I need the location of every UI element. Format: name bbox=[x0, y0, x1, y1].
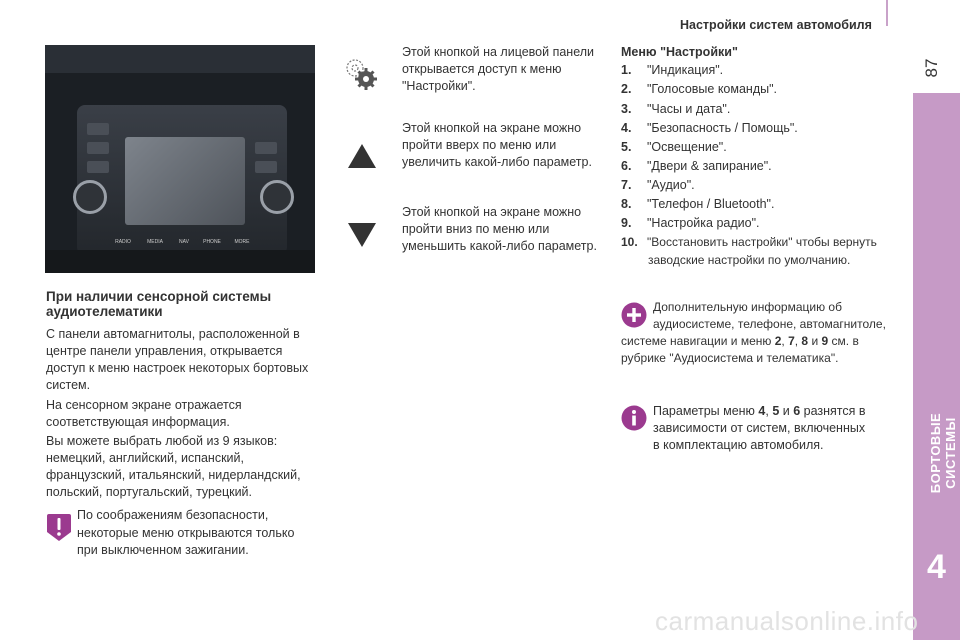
menu-item: 9. "Настройка радио". bbox=[621, 216, 901, 231]
paragraph-intro: С панели автомагнитолы, расположенной в … bbox=[46, 327, 309, 392]
panel-button bbox=[255, 142, 277, 154]
plus-icon bbox=[621, 302, 647, 328]
settings-button-text: Этой кнопкой на лицевой панели открывает… bbox=[402, 45, 595, 93]
browse-knob bbox=[260, 180, 294, 214]
menu-item-number: 10. bbox=[621, 235, 638, 249]
info-plus-line1: Дополнительную информацию об bbox=[653, 300, 842, 314]
menu-item: 7. "Аудио". bbox=[621, 178, 901, 193]
menu-title: Меню "Настройки" bbox=[621, 45, 738, 59]
chapter-label: БОРТОВЫЕ СИСТЕМЫ bbox=[928, 412, 958, 494]
down-button-text: Этой кнопкой на экране можно пройти вниз… bbox=[402, 205, 597, 253]
page-header-title: Настройки систем автомобиля bbox=[680, 18, 872, 32]
menu-item-label: "Освещение". bbox=[647, 140, 727, 154]
menu-item-label: "Телефон / Bluetooth". bbox=[647, 197, 775, 211]
arrow-up-icon bbox=[348, 144, 376, 168]
warning-icon bbox=[47, 514, 71, 541]
menu-item: 3. "Часы и дата". bbox=[621, 102, 901, 117]
paragraph-languages: Вы можете выбрать любой из 9 языков: нем… bbox=[46, 434, 301, 499]
volume-knob bbox=[73, 180, 107, 214]
menu-item-continuation: заводские настройки по умолчанию. bbox=[648, 253, 851, 267]
menu-item-number: 8. bbox=[621, 197, 632, 211]
info-i-line1: Параметры меню 4, 5 и 6 разнятся в bbox=[653, 404, 866, 418]
menu-item-label: "Голосовые команды". bbox=[647, 82, 778, 96]
info-i-line3: в комплектацию автомобиля. bbox=[653, 438, 824, 452]
menu-item: 1. "Индикация". bbox=[621, 63, 901, 78]
section-subheading: При наличии сенсорной системы аудиотелем… bbox=[46, 289, 272, 319]
panel-button bbox=[87, 161, 109, 173]
panel-button bbox=[87, 142, 109, 154]
menu-item-number: 9. bbox=[621, 216, 632, 230]
menu-item: 6. "Двери & запирание". bbox=[621, 159, 901, 174]
menu-item-number: 5. bbox=[621, 140, 632, 154]
touch-screen bbox=[125, 137, 245, 225]
gears-icon bbox=[346, 59, 377, 90]
chapter-side-tab: БОРТОВЫЕ СИСТЕМЫ 4 bbox=[913, 93, 960, 640]
menu-item-label: "Безопасность / Помощь". bbox=[647, 121, 798, 135]
menu-item: 10. "Восстановить настройки" чтобы вернут… bbox=[621, 235, 901, 250]
arrow-down-icon bbox=[348, 223, 376, 247]
photo-button-label: RADIO bbox=[115, 239, 131, 245]
page-number: 87 bbox=[922, 58, 941, 78]
menu-item-number: 1. bbox=[621, 63, 632, 77]
menu-item-label: "Двери & запирание". bbox=[647, 159, 772, 173]
info-plus-line2: аудиосистеме, телефоне, автомагнитоле, bbox=[653, 317, 886, 331]
photo-button-label: PHONE bbox=[203, 239, 221, 245]
menu-item-number: 7. bbox=[621, 178, 632, 192]
menu-item-label: "Индикация". bbox=[647, 63, 724, 77]
menu-item-number: 4. bbox=[621, 121, 632, 135]
head-unit-photo: RADIO MEDIA NAV PHONE MORE bbox=[45, 45, 315, 273]
info-plus-line3: системе навигации и меню 2, 7, 8 и 9 см.… bbox=[621, 334, 859, 348]
menu-item: 8. "Телефон / Bluetooth". bbox=[621, 197, 901, 212]
info-i-line2: зависимости от систем, включенных bbox=[653, 421, 866, 435]
dashboard-top bbox=[45, 45, 315, 73]
menu-item-label: "Аудио". bbox=[647, 178, 695, 192]
menu-item-label: "Часы и дата". bbox=[647, 102, 731, 116]
paragraph-screen: На сенсорном экране отражается соответст… bbox=[46, 398, 242, 429]
menu-item-label: "Настройка радио". bbox=[647, 216, 760, 230]
warning-text: По соображениям безопасности, некоторые … bbox=[77, 508, 295, 557]
watermark: carmanualsonline.info bbox=[655, 606, 919, 636]
menu-item: 2. "Голосовые команды". bbox=[621, 82, 901, 97]
info-plus-line4: рубрике "Аудиосистема и телематика". bbox=[621, 351, 839, 365]
menu-item-number: 2. bbox=[621, 82, 632, 96]
panel-button bbox=[255, 161, 277, 173]
dashboard-bottom bbox=[45, 250, 315, 273]
menu-item: 4. "Безопасность / Помощь". bbox=[621, 121, 901, 136]
chapter-number: 4 bbox=[927, 548, 946, 586]
info-icon bbox=[621, 405, 647, 431]
menu-item-number: 6. bbox=[621, 159, 632, 173]
up-button-text: Этой кнопкой на экране можно пройти ввер… bbox=[402, 121, 592, 169]
header-divider bbox=[886, 0, 888, 26]
photo-button-label: MEDIA bbox=[147, 239, 163, 245]
menu-item: 5. "Освещение". bbox=[621, 140, 901, 155]
menu-item-label: "Восстановить настройки" чтобы вернуть bbox=[647, 235, 877, 249]
photo-button-label: NAV bbox=[179, 239, 189, 245]
photo-button-label: MORE bbox=[234, 239, 250, 245]
menu-item-number: 3. bbox=[621, 102, 632, 116]
panel-button bbox=[87, 123, 109, 135]
